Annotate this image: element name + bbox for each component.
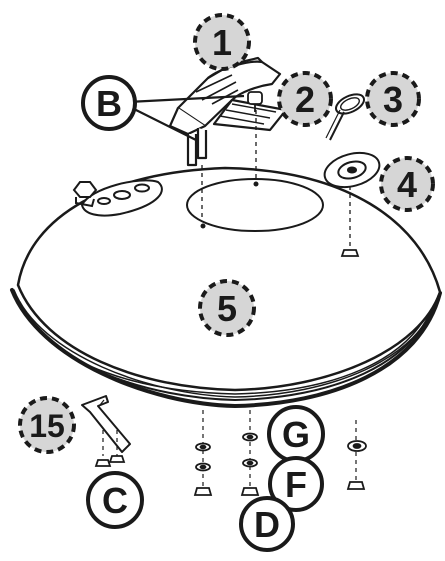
callout-part-15-label: 15 xyxy=(29,408,65,444)
grill-lid-dome xyxy=(10,166,442,409)
callout-part-4-label: 4 xyxy=(397,164,417,205)
callout-hardware-d: D xyxy=(239,496,295,552)
callout-hardware-g-label: G xyxy=(282,414,310,455)
lid-bracket xyxy=(81,395,131,453)
washers xyxy=(195,432,367,472)
lid-top-opening xyxy=(186,178,324,232)
lid-screw-hole xyxy=(253,181,259,187)
callout-hardware-f-label: F xyxy=(285,464,307,505)
callout-part-3-label: 3 xyxy=(383,79,403,120)
bezel-nut xyxy=(340,249,360,257)
callout-hardware-b-label: B xyxy=(96,83,122,124)
callout-hardware-d-label: D xyxy=(254,504,280,545)
lid-handle xyxy=(168,56,288,167)
handle-hinge-screw xyxy=(247,91,263,112)
handle-screw-hole xyxy=(200,223,206,229)
callout-hardware-g: G xyxy=(267,405,325,463)
callout-hardware-c-label: C xyxy=(102,480,128,521)
callout-part-1: 1 xyxy=(193,13,251,71)
callout-part-5: 5 xyxy=(198,279,256,337)
callout-hardware-c: C xyxy=(86,471,144,529)
callout-part-5-label: 5 xyxy=(217,288,237,329)
vent-knob xyxy=(72,181,98,208)
callout-part-15: 15 xyxy=(18,396,76,454)
callout-hardware-f: F xyxy=(268,456,324,512)
callout-part-2: 2 xyxy=(277,71,333,127)
thermometer-bezel xyxy=(323,151,381,189)
handle-screw-guides xyxy=(201,110,257,222)
bracket-nuts xyxy=(94,455,126,467)
callout-part-3: 3 xyxy=(365,71,421,127)
lid-thermometer xyxy=(325,93,366,141)
callout-hardware-b: B xyxy=(81,75,137,131)
callout-b-leaders xyxy=(127,94,245,141)
nuts xyxy=(193,481,366,496)
callout-part-1-label: 1 xyxy=(212,22,232,63)
lid-vent-disk xyxy=(80,179,163,217)
callout-part-2-label: 2 xyxy=(295,79,315,120)
callout-part-4: 4 xyxy=(379,156,435,212)
